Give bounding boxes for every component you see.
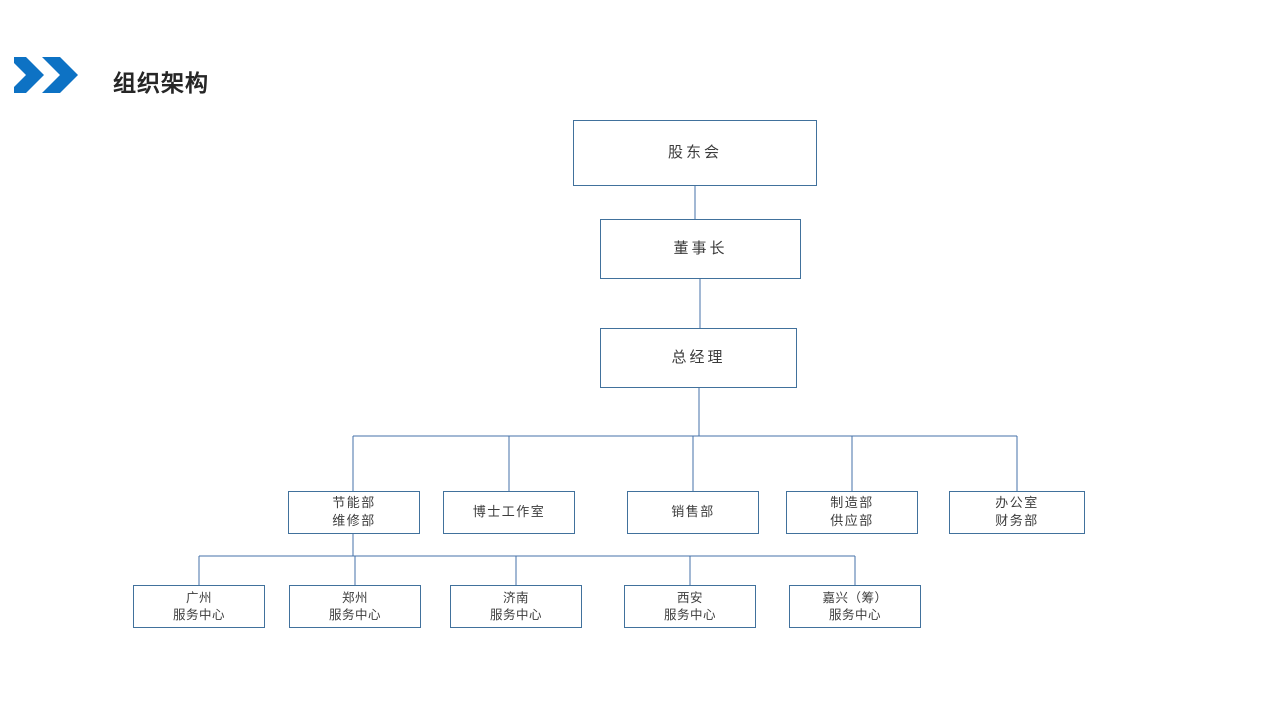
node-label-line1: 博士工作室 — [472, 504, 546, 520]
node-xian-service-center[interactable]: 西安 服务中心 — [624, 585, 756, 628]
node-label-line2: 服务中心 — [663, 606, 716, 622]
node-jinan-service-center[interactable]: 济南 服务中心 — [450, 585, 582, 628]
node-shareholders-meeting[interactable]: 股东会 — [573, 120, 817, 186]
node-label: 董事长 — [673, 239, 728, 258]
node-label-line1: 制造部 — [830, 496, 874, 512]
node-label-line2: 维修部 — [332, 513, 376, 529]
node-general-manager[interactable]: 总经理 — [600, 328, 797, 388]
node-label-line1: 郑州 — [341, 590, 368, 605]
node-label-line1: 西安 — [676, 590, 703, 605]
node-label-line1: 销售部 — [671, 504, 715, 520]
node-office-finance-dept[interactable]: 办公室 财务部 — [949, 491, 1085, 534]
node-label-line1: 济南 — [502, 590, 529, 605]
page-title: 组织架构 — [113, 71, 209, 97]
node-manufacturing-supply-dept[interactable]: 制造部 供应部 — [786, 491, 918, 534]
node-label-line2: 供应部 — [830, 513, 874, 529]
node-label-line1: 广州 — [185, 590, 212, 605]
node-doctoral-workstation[interactable]: 博士工作室 — [443, 491, 575, 534]
node-label-line2: 财务部 — [995, 513, 1039, 529]
node-label-line2: 服务中心 — [489, 606, 542, 622]
node-label: 总经理 — [671, 348, 726, 367]
node-label: 股东会 — [667, 143, 722, 162]
double-chevron-right-icon — [14, 57, 78, 93]
node-guangzhou-service-center[interactable]: 广州 服务中心 — [133, 585, 265, 628]
node-label-line1: 嘉兴（筹） — [822, 590, 888, 605]
node-energy-maintenance-dept[interactable]: 节能部 维修部 — [288, 491, 420, 534]
node-label-line2: 服务中心 — [828, 606, 881, 622]
node-sales-dept[interactable]: 销售部 — [627, 491, 759, 534]
node-label-line2: 服务中心 — [172, 606, 225, 622]
node-zhengzhou-service-center[interactable]: 郑州 服务中心 — [289, 585, 421, 628]
node-label-line1: 办公室 — [995, 496, 1039, 512]
node-label-line2: 服务中心 — [328, 606, 381, 622]
node-label-line1: 节能部 — [332, 496, 376, 512]
node-jiaxing-service-center[interactable]: 嘉兴（筹） 服务中心 — [789, 585, 921, 628]
node-chairman[interactable]: 董事长 — [600, 219, 801, 279]
